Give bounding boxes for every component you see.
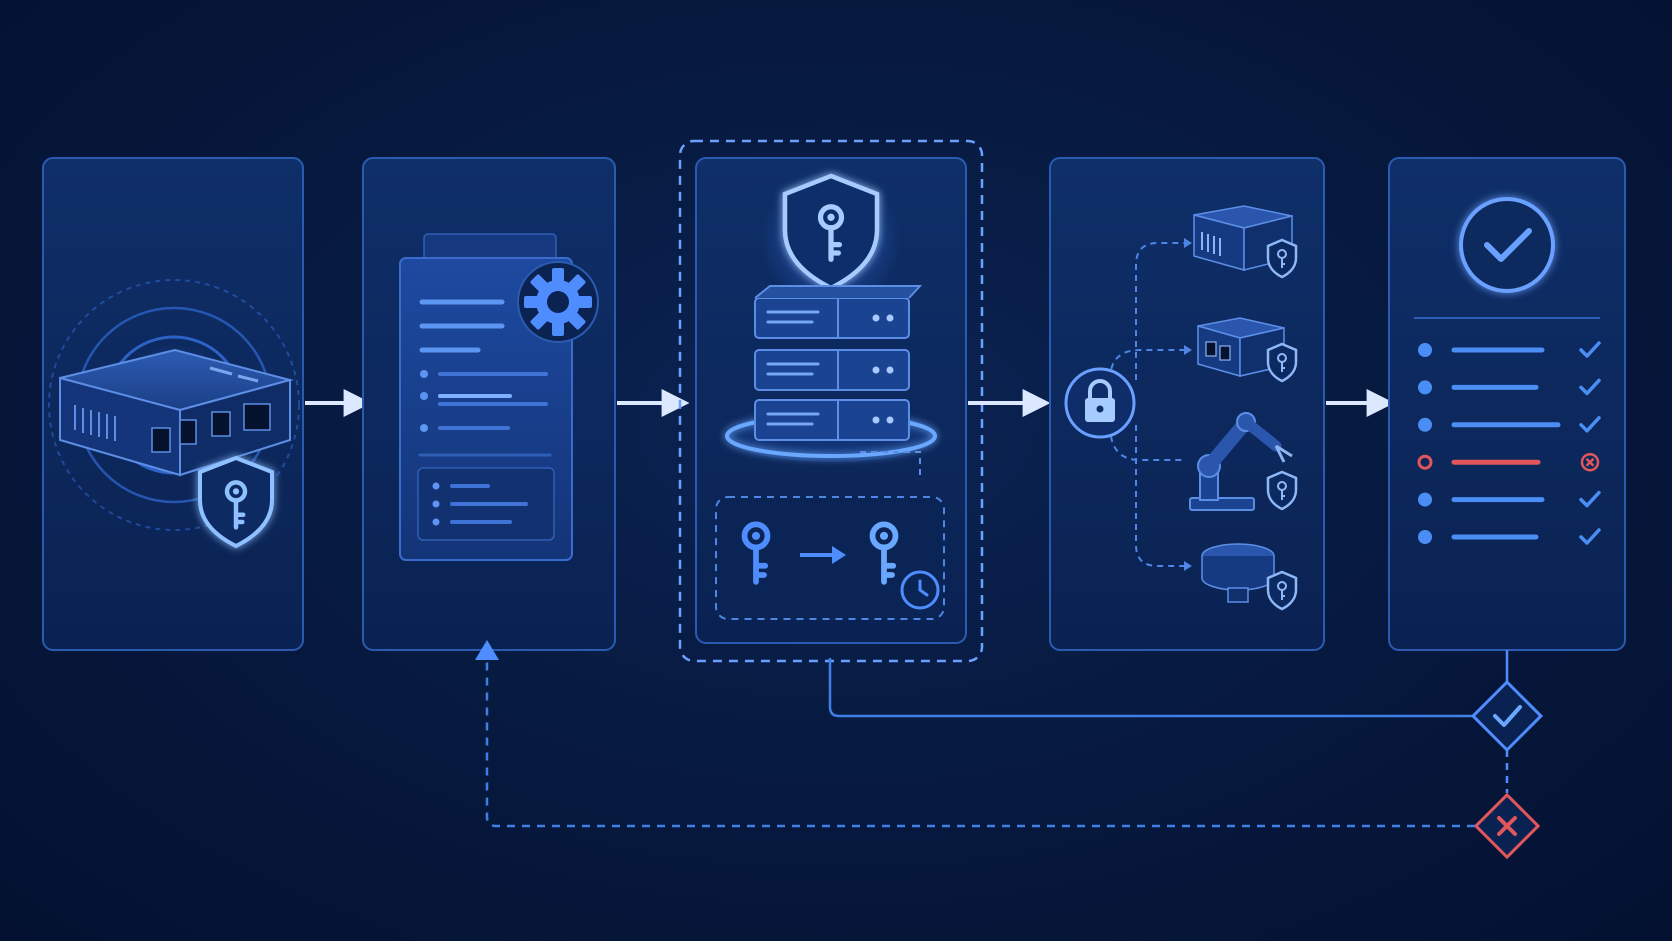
stage-panel-configuration	[362, 157, 616, 651]
status-dot	[1418, 530, 1432, 544]
stage-panel-device-identity	[42, 157, 304, 651]
stage-panel-key-management	[678, 139, 984, 663]
check-mark-icon	[1579, 416, 1601, 433]
checklist-row	[1417, 452, 1600, 472]
checklist-row	[1418, 341, 1601, 358]
status-dot	[1418, 492, 1432, 507]
check-circle-icon	[1459, 197, 1555, 293]
x-diamond-icon	[1473, 792, 1541, 860]
clock-icon	[900, 570, 940, 610]
target-edge-box-icon	[1197, 317, 1298, 383]
target-robot-arm-icon	[1189, 412, 1298, 511]
server-rack-icon	[725, 285, 937, 478]
check-mark-icon	[1579, 341, 1601, 358]
target-gateway-device-icon	[1193, 205, 1298, 279]
status-dot	[1418, 343, 1432, 357]
check-mark-icon	[1579, 490, 1601, 508]
return-arrowhead-icon	[475, 640, 499, 660]
fail-mark-icon	[1580, 452, 1600, 472]
success-return-line	[828, 658, 1474, 718]
network-device-icon	[59, 348, 294, 477]
feedback-loops	[475, 640, 1544, 860]
status-dot	[1417, 454, 1433, 470]
key-shield-icon	[198, 455, 274, 549]
stage-panel-verification	[1388, 157, 1626, 651]
key-rotation-box	[715, 496, 945, 620]
stage-panel-secure-distribution	[1049, 157, 1325, 651]
status-dot	[1418, 417, 1432, 432]
verification-checklist	[1417, 341, 1601, 545]
gear-icon	[517, 261, 599, 343]
checklist-row	[1418, 378, 1601, 396]
failure-return-line	[485, 662, 1475, 828]
check-mark-icon	[1579, 528, 1601, 545]
checklist-row	[1418, 528, 1601, 545]
check-mark-icon	[1579, 378, 1601, 396]
checklist-row	[1418, 416, 1601, 433]
check-diamond-icon	[1470, 679, 1544, 753]
document-with-gear-icon	[399, 233, 599, 561]
rotate-arrow-icon	[800, 546, 846, 564]
lock-hub-icon	[1064, 367, 1136, 439]
status-dot	[1418, 380, 1432, 395]
target-sensor-icon	[1201, 543, 1298, 611]
checklist-row	[1418, 490, 1601, 508]
